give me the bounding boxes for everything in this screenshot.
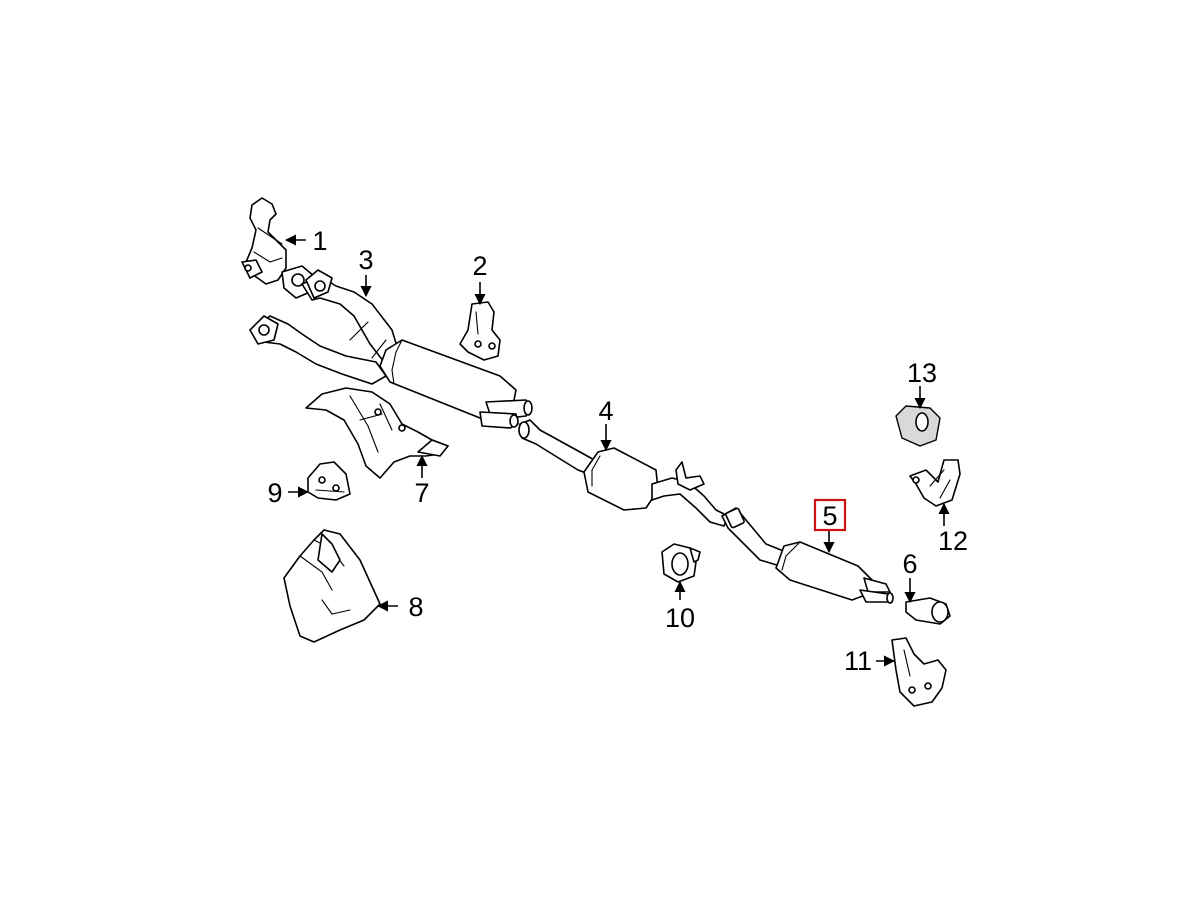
heat-shield-part[interactable] [305, 387, 449, 479]
rear-muffler-part[interactable] [721, 507, 894, 604]
callout-3[interactable]: 3 [358, 245, 373, 275]
intermediate-pipe-resonator-part[interactable] [518, 419, 729, 527]
callout-labels: 1 2 3 4 5 6 7 8 9 10 11 12 13 [267, 226, 968, 676]
y-pipe-part[interactable] [249, 269, 399, 385]
callout-11[interactable]: 11 [844, 646, 872, 676]
callout-12[interactable]: 12 [938, 526, 968, 556]
callout-6[interactable]: 6 [902, 549, 917, 579]
callout-7[interactable]: 7 [414, 478, 429, 508]
lower-heat-shield-part[interactable] [283, 529, 381, 643]
callout-1[interactable]: 1 [312, 226, 327, 256]
highlight-box [813, 498, 847, 532]
callout-5[interactable]: 5 [822, 501, 837, 531]
front-muffler-assembly[interactable] [379, 339, 533, 429]
callout-2[interactable]: 2 [472, 251, 487, 281]
callout-8[interactable]: 8 [408, 592, 423, 622]
exhaust-tip-part[interactable] [905, 597, 951, 625]
insulator-part[interactable] [895, 405, 941, 447]
hanger-bracket-part[interactable] [459, 301, 501, 361]
callout-9[interactable]: 9 [267, 478, 282, 508]
clamp-part[interactable] [661, 543, 701, 583]
callout-13[interactable]: 13 [907, 358, 937, 388]
callout-4[interactable]: 4 [598, 396, 613, 426]
callout-leader-lines [284, 234, 950, 667]
mounting-bracket-part[interactable] [307, 461, 351, 501]
callout-10[interactable]: 10 [665, 603, 695, 633]
rear-hanger-bracket-part[interactable] [891, 637, 947, 707]
insulator-bracket-part[interactable] [909, 459, 961, 507]
